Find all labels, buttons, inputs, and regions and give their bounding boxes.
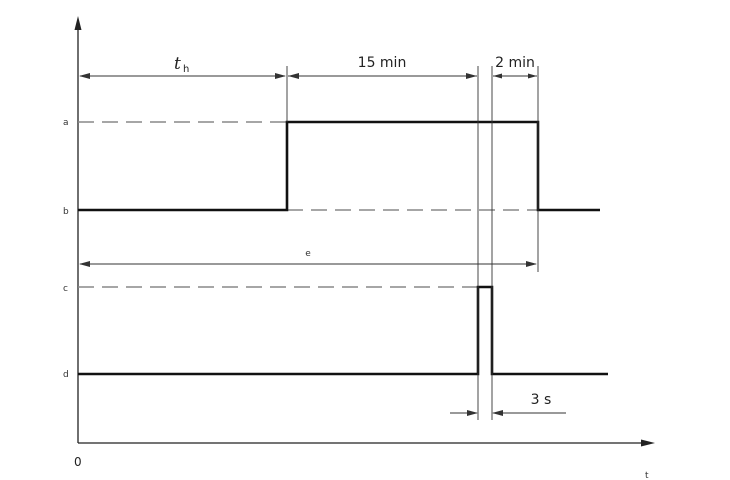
time-axis-label: t xyxy=(645,471,649,480)
dimension-15min: 15 min xyxy=(288,55,477,79)
dimension-e-label: e xyxy=(305,249,311,259)
level-label-a: a xyxy=(63,118,69,128)
extension-lines xyxy=(286,66,539,420)
dimension-th-subscript: h xyxy=(183,64,189,75)
level-label-c: c xyxy=(63,284,68,294)
dim-arrow-icon xyxy=(466,73,477,79)
dimension-th: t h xyxy=(79,54,286,79)
level-label-d: d xyxy=(63,370,69,380)
origin-label: 0 xyxy=(74,455,82,469)
dim-arrow-icon xyxy=(79,261,90,267)
dimension-3s-label: 3 s xyxy=(531,392,552,408)
dimension-15min-label: 15 min xyxy=(358,55,407,71)
dimension-e: e xyxy=(79,249,537,267)
dashed-reference-lines xyxy=(78,121,538,288)
dim-arrow-icon xyxy=(275,73,286,79)
signal-lower xyxy=(78,285,608,376)
level-label-b: b xyxy=(63,207,69,217)
axes xyxy=(74,16,655,447)
dimension-th-symbol: t xyxy=(174,54,181,74)
x-axis-arrow-icon xyxy=(641,439,655,447)
dimension-2min-label: 2 min xyxy=(495,55,535,71)
dim-arrow-icon xyxy=(526,261,537,267)
dim-arrow-icon xyxy=(467,410,478,416)
dim-arrow-icon xyxy=(79,73,90,79)
signal-upper xyxy=(78,120,600,212)
dimension-3s: 3 s xyxy=(450,392,566,416)
dim-arrow-icon xyxy=(493,73,502,79)
dimension-2min: 2 min xyxy=(493,55,537,79)
dim-arrow-icon xyxy=(288,73,299,79)
dim-arrow-icon xyxy=(492,410,503,416)
level-labels: a b c d xyxy=(63,118,69,380)
y-axis-arrow-icon xyxy=(74,16,82,30)
dim-arrow-icon xyxy=(528,73,537,79)
